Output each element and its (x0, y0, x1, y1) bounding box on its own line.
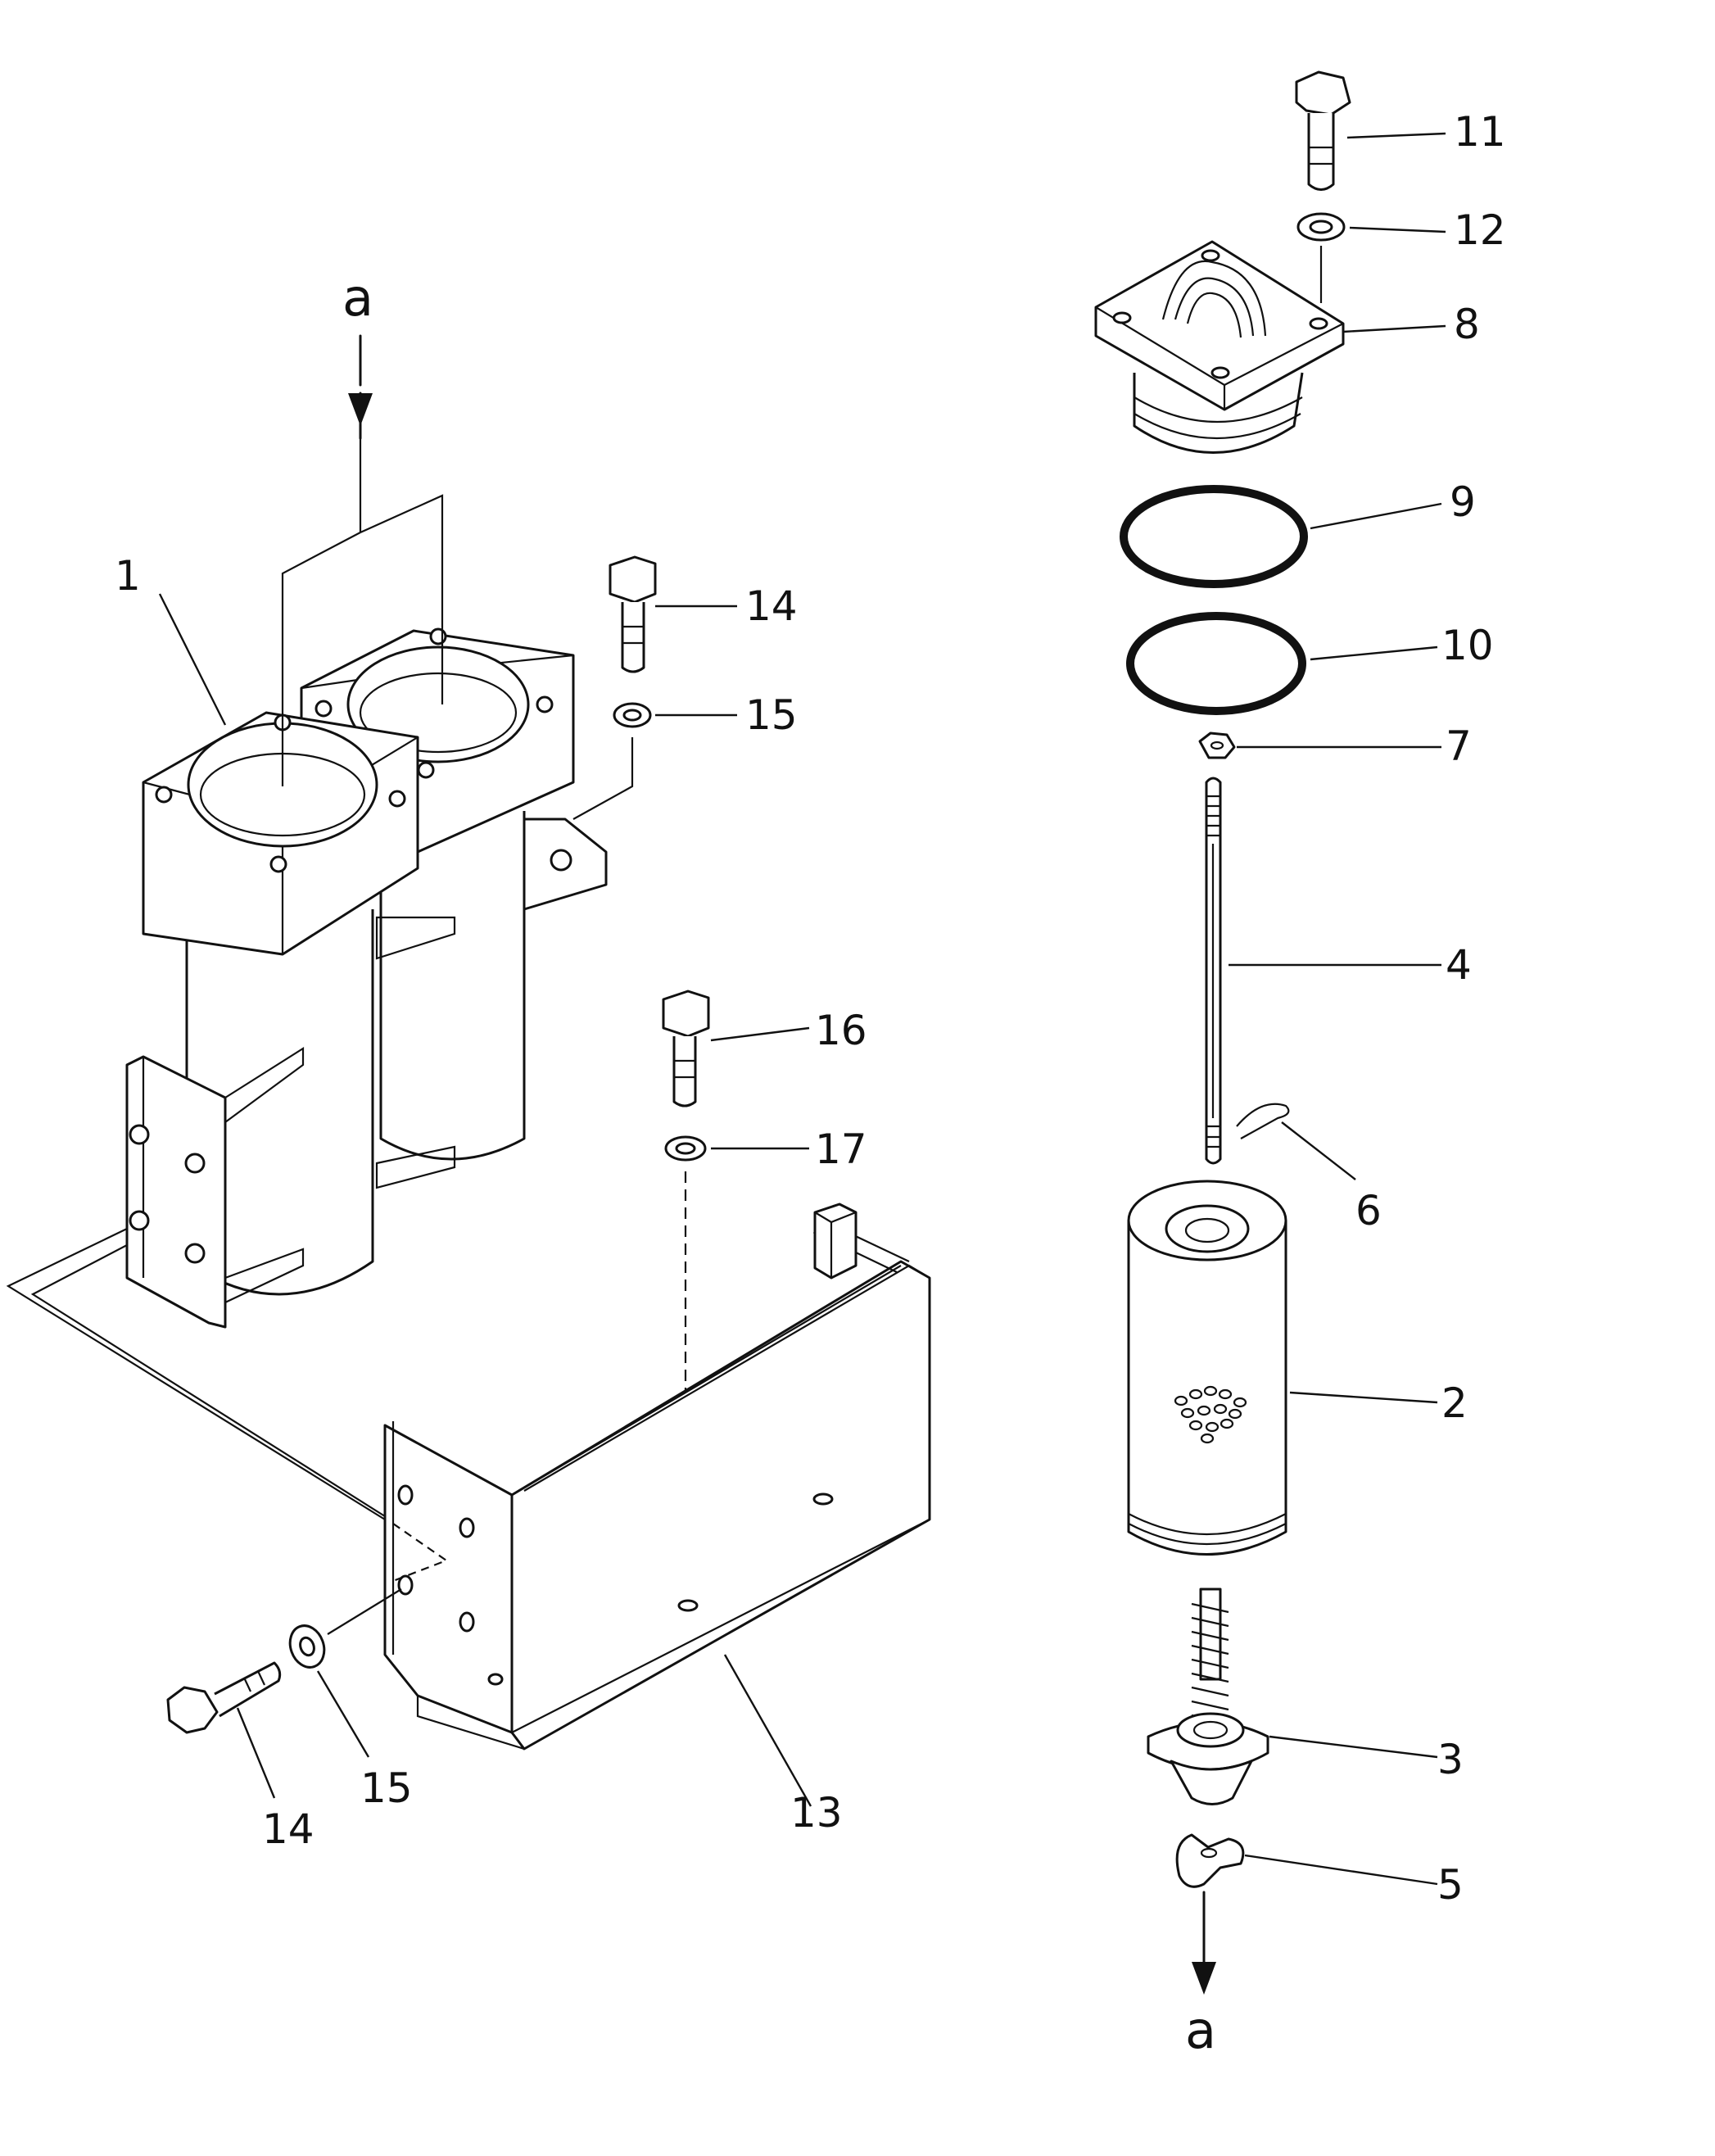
bolt-14-top (609, 555, 657, 673)
callout-13: 13 (790, 1789, 843, 1837)
callout-5: 5 (1437, 1861, 1464, 1909)
callout-2: 2 (1441, 1379, 1468, 1427)
drain-valve-assembly (1147, 1588, 1269, 1805)
callout-15-top: 15 (745, 691, 798, 739)
callout-7: 7 (1446, 722, 1472, 770)
o-ring-9 (1120, 485, 1308, 588)
bolt-14-bottom (166, 1661, 282, 1734)
reference-arrow-bottom (1192, 1891, 1216, 1995)
washer-15-bottom (288, 1624, 326, 1669)
washer-17 (664, 1135, 707, 1162)
callout-15-bottom: 15 (360, 1764, 413, 1812)
callout-3: 3 (1437, 1736, 1464, 1783)
callout-10: 10 (1441, 622, 1494, 669)
filter-element (1127, 1180, 1287, 1556)
callout-12: 12 (1454, 206, 1506, 254)
callout-8: 8 (1454, 301, 1480, 348)
callout-1: 1 (115, 552, 141, 600)
filter-cover (1094, 240, 1345, 454)
washer-12 (1296, 212, 1346, 242)
callout-9: 9 (1450, 478, 1476, 526)
reference-mark-a-bottom: a (1185, 2000, 1216, 2060)
wing-nut (1175, 1833, 1245, 1888)
assembly-flow-lines (6, 438, 444, 1533)
filter-housing (125, 627, 608, 1329)
bolt-11 (1295, 70, 1351, 191)
bolt-16 (662, 990, 710, 1107)
callout-16: 16 (815, 1007, 867, 1054)
callout-4: 4 (1446, 941, 1472, 989)
o-ring-10 (1126, 612, 1306, 715)
callout-14-bottom: 14 (262, 1805, 314, 1853)
center-rod (1205, 777, 1222, 1165)
washer-15-top (613, 702, 652, 728)
reference-mark-a-top: a (342, 268, 373, 328)
callout-11: 11 (1454, 108, 1506, 156)
mounting-bracket (383, 1203, 931, 1751)
cotter-pin (1236, 1103, 1290, 1139)
callout-14-top: 14 (745, 582, 798, 630)
nut-7 (1198, 732, 1236, 759)
reference-arrow-top (348, 334, 373, 440)
callout-6: 6 (1355, 1187, 1382, 1234)
callout-17: 17 (815, 1126, 867, 1173)
